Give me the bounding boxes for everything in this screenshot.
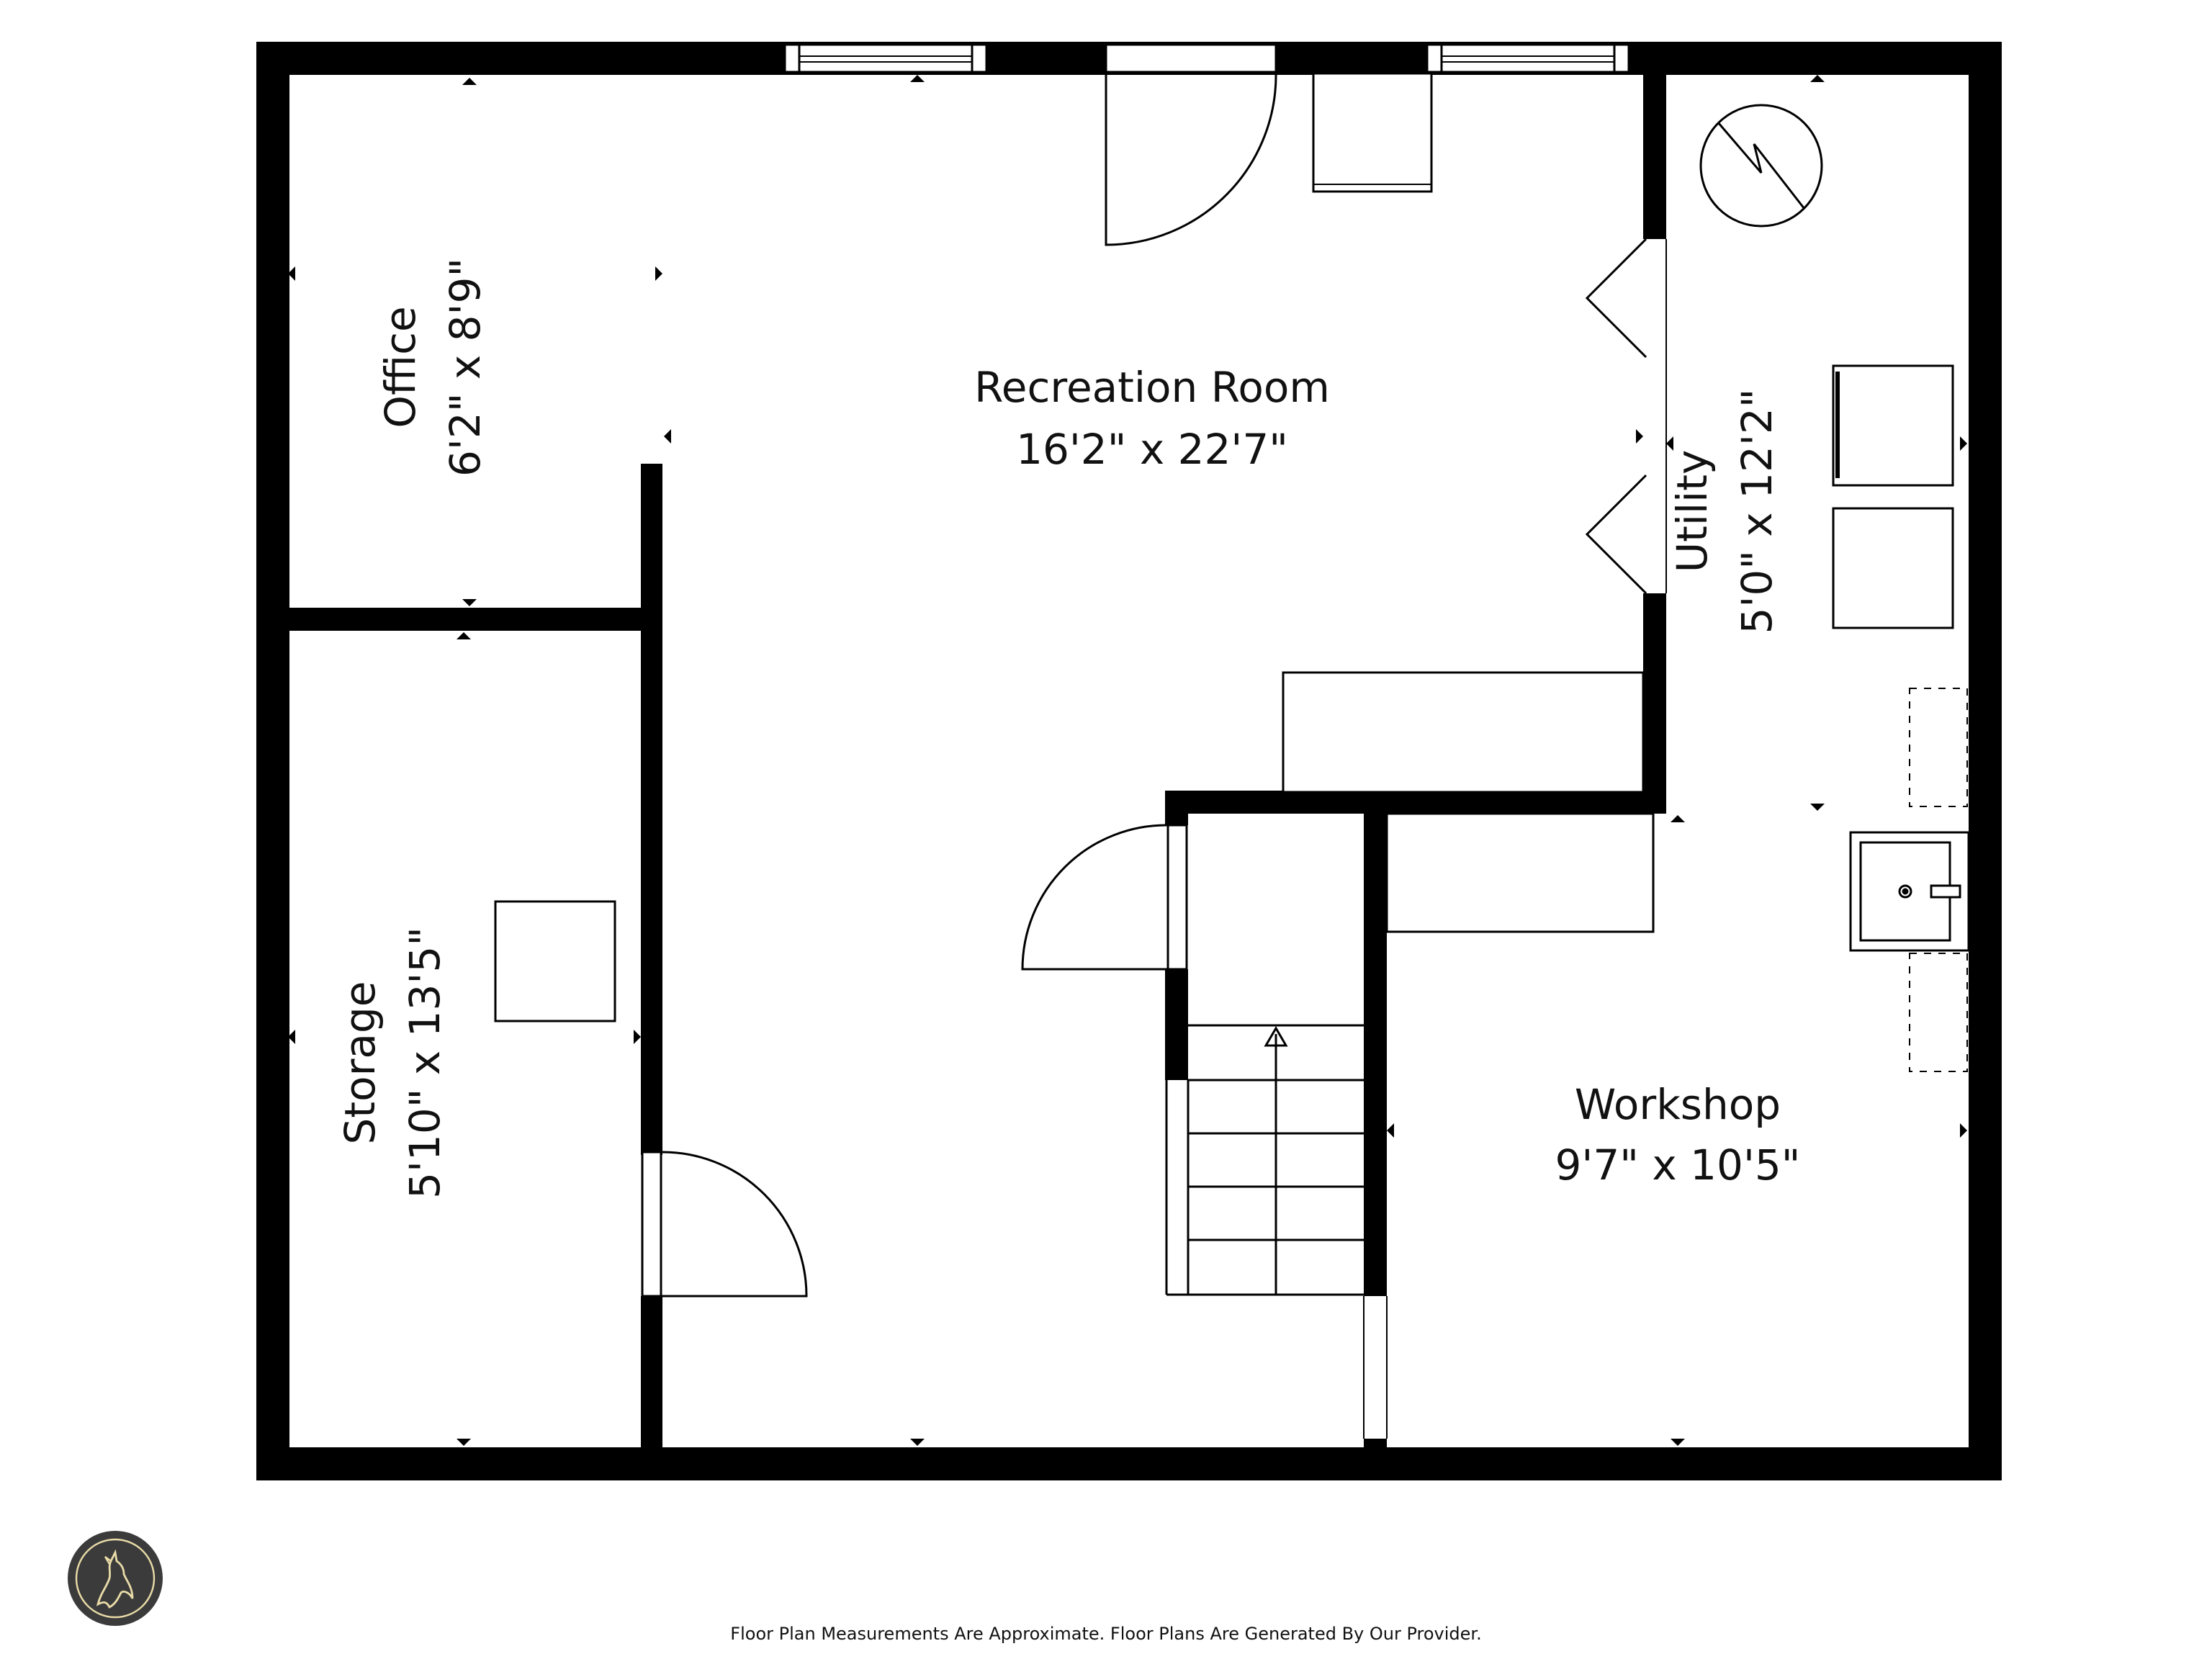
utility-name: Utility [1668, 450, 1717, 573]
utility-bifold-upper [1585, 238, 1647, 359]
washer [1832, 507, 1954, 629]
workshop-bench [1385, 812, 1655, 933]
outer-wall-right [1969, 42, 2002, 1480]
dimension-markers [288, 75, 1967, 1446]
windows [783, 43, 1630, 73]
recreation-name: Recreation Room [974, 363, 1330, 412]
utility-wall-upper [1643, 42, 1666, 239]
exterior-door-swing [1105, 71, 1277, 246]
utility-label: Utility 5'0" x 12'2" [1668, 389, 1781, 634]
recreation-size: 16'2" x 22'7" [1016, 425, 1288, 474]
dashed-shelf-lower [1909, 953, 1968, 1072]
stair-top-wall [1165, 791, 1666, 814]
dryer [1832, 364, 1954, 487]
utility-wall-lower [1643, 593, 1666, 814]
office-rec-wall [641, 464, 662, 1155]
footer-disclaimer: Floor Plan Measurements Are Approximate.… [730, 1624, 1482, 1644]
exterior-door-opening [1105, 43, 1277, 73]
storage-name: Storage [336, 981, 385, 1145]
office-label: Office 6'2" x 8'9" [376, 258, 490, 477]
rec-counter [1282, 671, 1645, 793]
office-storage-wall [256, 608, 661, 631]
recreation-cabinet [1312, 72, 1433, 193]
stair-right-wall [1364, 791, 1387, 1296]
storage-door-leaf [641, 1151, 662, 1298]
utility-bifold-lower [1585, 474, 1647, 595]
storage-size: 5'10" x 13'5" [400, 927, 449, 1199]
water-heater-icon [1699, 104, 1823, 228]
office-size: 6'2" x 8'9" [441, 258, 490, 477]
storage-label: Storage 5'10" x 13'5" [336, 927, 449, 1199]
storage-box [494, 900, 616, 1022]
workshop-label: Workshop 9'7" x 10'5" [1555, 1080, 1801, 1190]
workshop-size: 9'7" x 10'5" [1555, 1141, 1801, 1190]
outer-wall-bottom [256, 1447, 2002, 1480]
workshop-wall-bottom-stub [1364, 1439, 1387, 1479]
doors [641, 71, 1667, 1439]
office-name: Office [376, 306, 425, 428]
storage-rec-wall-lower [641, 1296, 662, 1479]
stair-door-leaf [1166, 824, 1188, 971]
window-1 [783, 43, 988, 73]
walls [256, 42, 2002, 1480]
recreation-label: Recreation Room 16'2" x 22'7" [974, 363, 1330, 474]
fixtures [494, 72, 1970, 1072]
stair-left-wall-upper [1165, 791, 1188, 825]
storage-door-swing [660, 1151, 808, 1298]
stair-left-wall-mid [1165, 969, 1188, 1080]
window-2 [1426, 43, 1630, 73]
utility-size: 5'0" x 12'2" [1732, 389, 1781, 634]
wolf-logo-icon [68, 1531, 163, 1626]
workshop-name: Workshop [1575, 1080, 1781, 1129]
stair-up-arrow-icon [1264, 1026, 1288, 1047]
dashed-shelf-upper [1909, 688, 1968, 807]
outer-wall-left [256, 42, 289, 1480]
stair-door-swing [1021, 824, 1169, 971]
stairs [1165, 1024, 1364, 1296]
